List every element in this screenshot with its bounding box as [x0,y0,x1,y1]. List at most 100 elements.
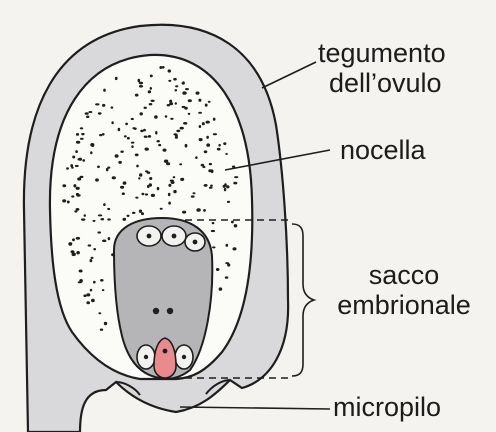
nucellus-dot [79,158,82,161]
nucellus-dot [91,257,94,259]
embryo-sac-label: sacco embrionale [318,260,490,320]
nucellus-dot [157,140,160,142]
nucellus-dot [173,190,176,193]
nucellus-dot [75,150,78,153]
nucellus-dot [95,103,99,105]
nucellus-dot [195,156,197,159]
nucellus-dot [182,81,184,84]
nucellus-dot [168,69,171,72]
nucellus-dot [102,240,106,243]
nucellus-dot [213,133,217,135]
nucellus-dot [84,214,86,217]
nucellus-dot [138,177,140,179]
nucellus-dot [182,106,186,108]
nucellus-dot [213,118,216,121]
nucellus-dot [131,142,135,144]
nucellus-dot [100,279,104,282]
nucellus-dot [102,289,105,291]
nucellus-dot [183,122,187,125]
nucellus-dot [120,186,124,189]
nucellus-dot [149,103,153,105]
nucellus-dot [212,222,215,224]
nucellus-dot [98,214,102,216]
nucellus-dot [123,218,127,221]
nucellus-dot [204,184,208,187]
nucellus-dot [90,259,93,262]
nucellus-dot [148,90,151,93]
nucellus-dot [80,138,84,140]
nucellus-dot [158,144,161,146]
nucellus-dot [123,181,127,184]
nucellus-dot [62,184,66,187]
nucellus-dot [67,201,70,204]
nucellus-dot [188,99,192,102]
nucellus-dot [185,88,189,90]
integument-label-line2: dell’ovulo [329,68,446,98]
nucellus-dot [188,113,191,115]
nucellus-dot [145,193,148,195]
nucellus-dot [170,180,174,182]
nucellus-dot [108,237,111,240]
nucellus-dot [104,322,107,325]
nucellus-dot [210,185,213,187]
micropyle-label: micropilo [333,392,441,422]
nucellus-dot [216,268,220,271]
nucellus-dot [135,197,138,199]
nucellus-dot [102,133,105,136]
nucellus-dot [226,244,229,247]
nucellus-dot [90,143,94,147]
nucellus-dot [168,184,171,187]
nucellus-dot [72,238,75,241]
nucellus-dot [122,192,125,195]
nucellus-dot [170,118,173,120]
nucellus-dot [179,163,182,165]
nucellus-dot [180,178,184,181]
nucellus-dot [102,104,105,107]
nucellus-dot [139,173,142,176]
nucellus-dot [154,115,158,119]
nucellus-dot [225,262,229,264]
nucellus-dot [180,127,184,130]
nucellus-dot [131,145,133,148]
nucellus-dot [198,112,202,114]
nucellus-dot [70,164,73,167]
nucellus-dot [138,79,141,82]
nucellus-dot [225,153,228,155]
nucellus-dot [204,150,208,153]
nucellus-dot [141,212,144,215]
nucellus-dot [199,125,202,128]
nucellus-dot [125,123,128,126]
nucellus-dot [81,218,85,220]
nucellus-dot [175,85,178,87]
nucellus-dot [132,212,136,214]
nucellus-dot [205,104,208,107]
nucellus-dot [127,215,130,217]
nucellus-dot [225,276,229,278]
nucellus-dot [72,156,75,159]
nucellus-dot [107,208,110,210]
nucellus-dot [175,89,178,91]
nucellus-dot [107,218,111,220]
nucellus-dot [81,133,84,135]
nucellus-dot [97,166,100,169]
nucellus-dot [191,195,195,197]
nucellus-dot [211,230,215,232]
nucellus-dot [103,89,106,92]
nucellus-dot [140,112,143,115]
nucellus-dot [66,167,69,169]
nucellus-dot [80,127,83,129]
nucellus-dot [175,137,178,139]
nucellus-dot [71,250,75,253]
nucellus-dot [127,137,130,140]
nucellus-dot [112,176,116,179]
nucellus-dot [86,293,90,296]
nucellus-dot [149,177,152,180]
nucellus-dot [124,135,127,137]
nucellus-dot [76,193,79,196]
nucellus-dot [83,294,86,297]
nucellus-dot [76,141,80,144]
nucellus-dot [202,122,205,125]
nucellus-dot [135,154,139,157]
nucellus-dot [68,242,72,246]
